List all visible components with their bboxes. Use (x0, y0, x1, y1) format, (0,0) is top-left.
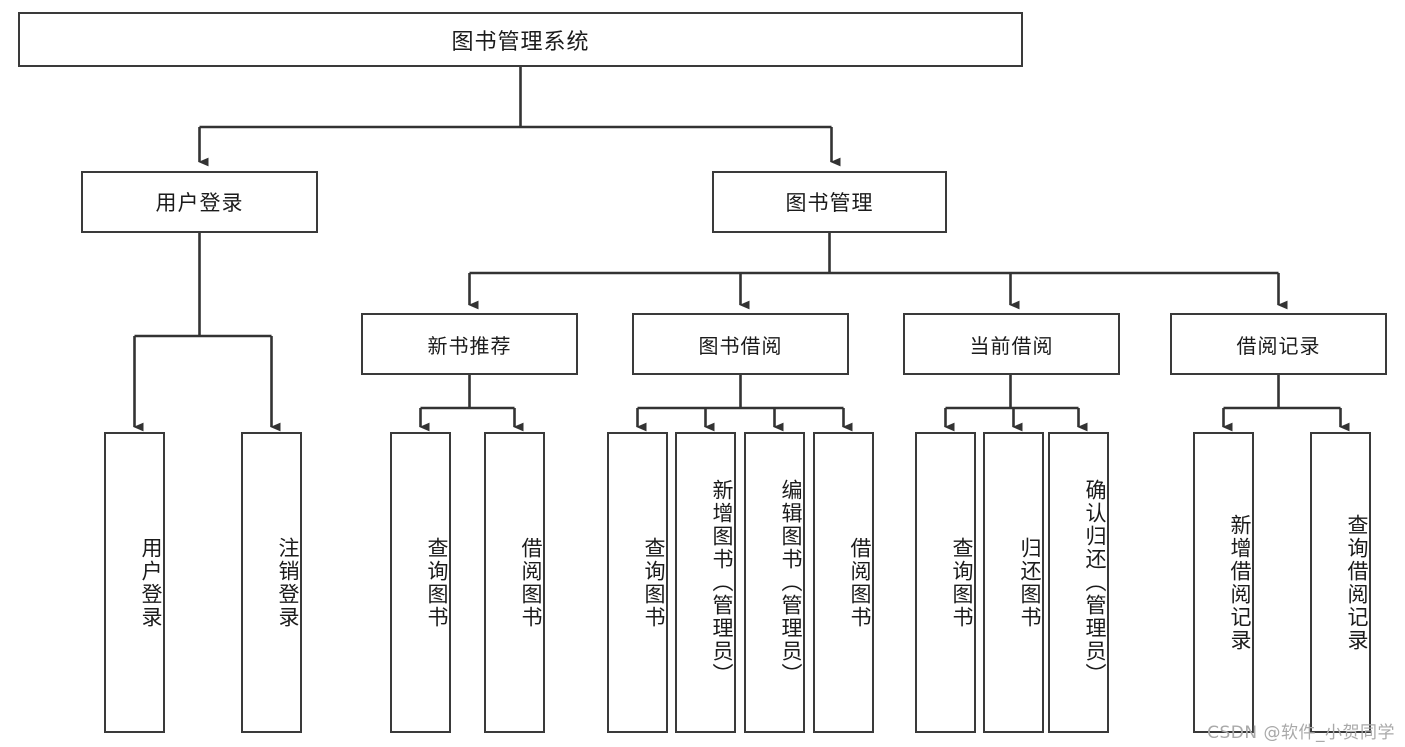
leaf-label: 借阅图书 (848, 536, 872, 629)
node-root[interactable]: 图书管理系统 (18, 12, 1023, 67)
node-leaf-add-book[interactable]: 新增图书（管理员） (675, 432, 736, 733)
node-leaf-borrow-book-2[interactable]: 借阅图书 (813, 432, 874, 733)
leaf-label: 借阅图书 (519, 536, 543, 629)
leaf-label: 用户登录 (139, 536, 163, 629)
node-leaf-add-record[interactable]: 新增借阅记录 (1193, 432, 1254, 733)
node-leaf-confirm-return[interactable]: 确认归还（管理员） (1048, 432, 1109, 733)
node-leaf-user-login[interactable]: 用户登录 (104, 432, 165, 733)
node-book-management[interactable]: 图书管理 (712, 171, 947, 233)
node-leaf-return-book[interactable]: 归还图书 (983, 432, 1044, 733)
node-user-login[interactable]: 用户登录 (81, 171, 318, 233)
node-book-borrow[interactable]: 图书借阅 (632, 313, 849, 375)
leaf-label: 查询图书 (425, 536, 449, 629)
node-leaf-edit-book[interactable]: 编辑图书（管理员） (744, 432, 805, 733)
leaf-label: 确认归还（管理员） (1083, 479, 1107, 686)
leaf-label: 编辑图书（管理员） (779, 479, 803, 686)
node-leaf-logout[interactable]: 注销登录 (241, 432, 302, 733)
node-borrow-record[interactable]: 借阅记录 (1170, 313, 1387, 375)
node-current-borrow[interactable]: 当前借阅 (903, 313, 1120, 375)
node-leaf-borrow-book-1[interactable]: 借阅图书 (484, 432, 545, 733)
leaf-label: 新增借阅记录 (1228, 513, 1252, 652)
leaf-label: 注销登录 (276, 536, 300, 629)
node-leaf-query-record[interactable]: 查询借阅记录 (1310, 432, 1371, 733)
leaf-label: 查询借阅记录 (1345, 513, 1369, 652)
node-leaf-query-book-2[interactable]: 查询图书 (607, 432, 668, 733)
leaf-label: 查询图书 (950, 536, 974, 629)
leaf-label: 查询图书 (642, 536, 666, 629)
leaf-label: 新增图书（管理员） (710, 479, 734, 686)
node-new-book-recommend[interactable]: 新书推荐 (361, 313, 578, 375)
node-leaf-query-book-3[interactable]: 查询图书 (915, 432, 976, 733)
leaf-label: 归还图书 (1018, 536, 1042, 629)
node-leaf-query-book-1[interactable]: 查询图书 (390, 432, 451, 733)
